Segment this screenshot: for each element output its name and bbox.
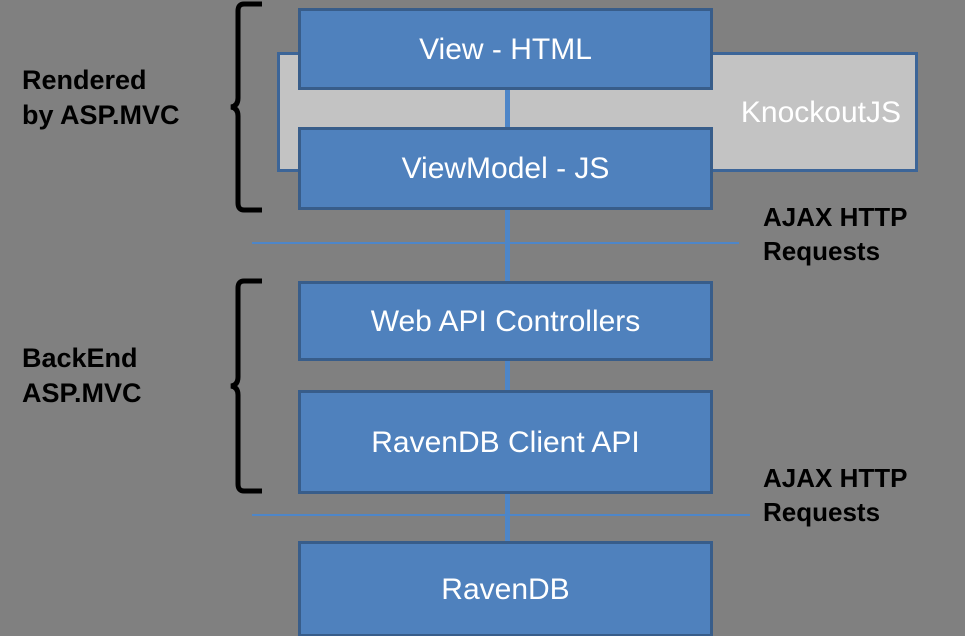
- box-viewmodel-js[interactable]: ViewModel - JS: [298, 127, 713, 210]
- label-rendered-group: Rendered by ASP.MVC: [22, 65, 180, 130]
- box-ravendb-label: RavenDB: [441, 572, 570, 606]
- separator-line-bottom: [252, 514, 750, 516]
- connector-ravendbclient-to-ravendb: [505, 492, 510, 543]
- box-view-html[interactable]: View - HTML: [298, 8, 713, 90]
- box-web-api-controllers-label: Web API Controllers: [370, 304, 641, 338]
- connector-webapi-to-ravendbclient: [505, 359, 510, 392]
- box-ravendb-client-api-label: RavenDB Client API: [371, 425, 640, 459]
- box-viewmodel-js-label: ViewModel - JS: [401, 152, 610, 185]
- brace-backend-group: [224, 277, 266, 499]
- box-ravendb-client-api[interactable]: RavenDB Client API: [298, 390, 713, 494]
- connector-view-to-viewmodel: [505, 88, 510, 130]
- label-ajax-http-requests-bottom: AJAX HTTP Requests: [763, 463, 908, 527]
- box-knockoutjs-label: KnockoutJS: [740, 95, 901, 129]
- box-web-api-controllers[interactable]: Web API Controllers: [298, 281, 713, 361]
- label-backend-group: BackEnd ASP.MVC: [22, 343, 142, 408]
- box-view-html-label: View - HTML: [419, 32, 592, 66]
- box-ravendb[interactable]: RavenDB: [298, 541, 713, 636]
- label-ajax-http-requests-top: AJAX HTTP Requests: [763, 202, 908, 266]
- separator-line-top: [252, 242, 739, 244]
- brace-rendered-group: [224, 0, 266, 218]
- connector-viewmodel-to-webapi: [505, 207, 510, 283]
